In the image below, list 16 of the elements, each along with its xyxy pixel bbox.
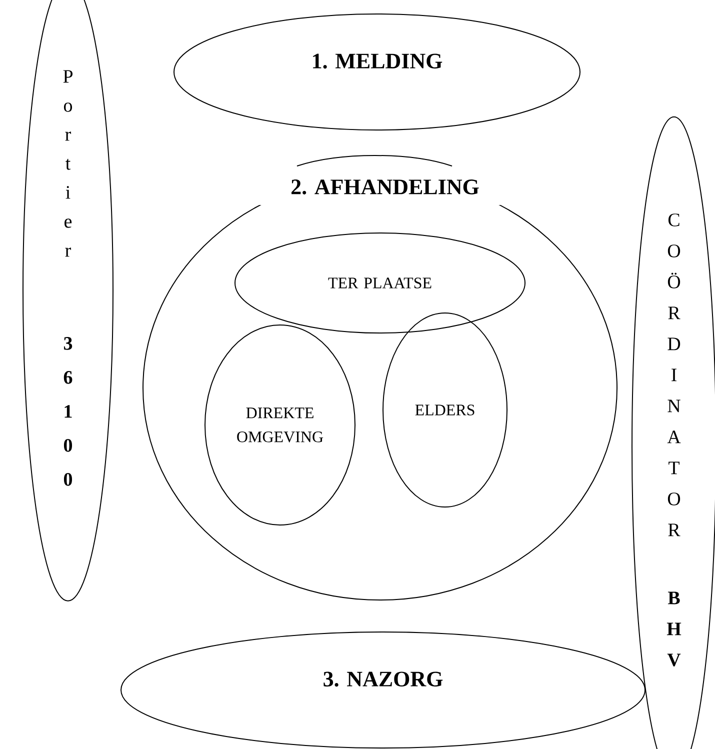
circle	[142, 155, 618, 600]
ellipse	[120, 632, 646, 748]
label: DIREKTE OMGEVING	[237, 408, 324, 442]
vertical-text: COÖRDINATOR	[667, 214, 681, 536]
ellipse	[204, 324, 356, 526]
vertical-text: 36100	[64, 337, 72, 486]
heading: 2. AFHANDELING	[292, 180, 479, 194]
heading: 3. NAZORG	[324, 672, 443, 687]
label: TER PLAATSE	[328, 278, 432, 288]
vertical-text: Portier	[63, 70, 73, 257]
vertical-text: BHV	[666, 592, 682, 666]
heading: 1. MELDING	[313, 54, 442, 69]
ellipse	[234, 232, 526, 334]
label: ELDERS	[415, 404, 474, 416]
ellipse	[174, 14, 580, 130]
ellipse	[382, 312, 508, 508]
